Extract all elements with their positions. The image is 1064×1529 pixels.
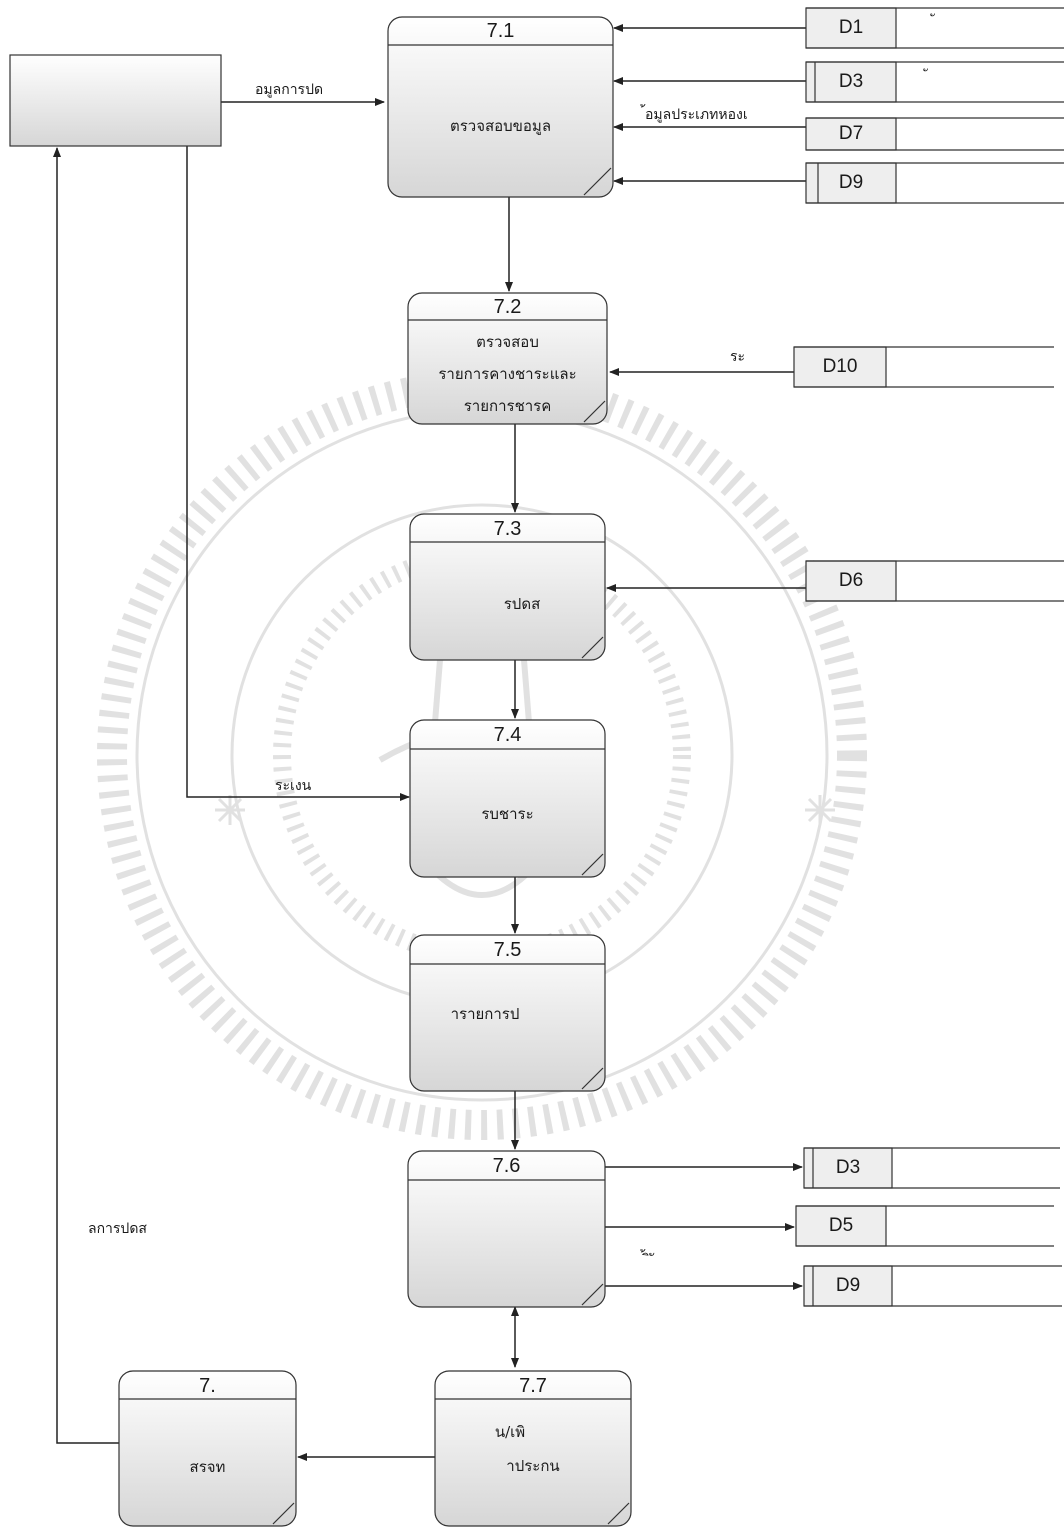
process-7-7-label-line-2: าประกน xyxy=(506,1457,560,1475)
process-7-3-id: 7.3 xyxy=(493,518,522,540)
process-7-2-label-line-1: ตรวจสอบ xyxy=(476,333,539,351)
process-7-1-label: ตรวจสอบขอมูล xyxy=(449,117,552,135)
process-7-3-label: รปดส xyxy=(503,595,541,613)
process-box-7-1 xyxy=(387,16,614,198)
data-store-d3-top-id: D3 xyxy=(838,71,864,92)
process-box-7 xyxy=(118,1370,297,1527)
flow-lines xyxy=(53,24,806,1461)
flow-label-to-entity: ลการปดส xyxy=(88,1221,147,1237)
process-7-5-label: ารายการป xyxy=(450,1005,520,1023)
process-7-4-id: 7.4 xyxy=(493,724,522,746)
external-entity-box xyxy=(9,54,222,147)
data-store-d7-id: D7 xyxy=(838,123,864,144)
process-boxes xyxy=(118,16,632,1527)
process-box-7-6 xyxy=(407,1150,606,1308)
data-store-d6 xyxy=(805,560,1064,602)
process-7-1-id: 7.1 xyxy=(486,20,515,42)
process-7-label: สรจท xyxy=(189,1458,226,1476)
process-7-4-label: รบชาระ xyxy=(481,805,534,823)
data-stores xyxy=(793,7,1064,1307)
process-7-7-label-line-1: น/เพิ xyxy=(494,1423,526,1441)
data-store-d3-top xyxy=(805,61,1064,103)
data-store-d3-bottom xyxy=(803,1147,1060,1189)
process-7-id: 7. xyxy=(199,1375,216,1397)
data-store-d1-id: D1 xyxy=(838,17,864,38)
data-store-d10-id: D10 xyxy=(822,356,858,377)
flow-label-entity-to-7-4: ระเงน xyxy=(275,778,312,794)
data-store-d1 xyxy=(805,7,1064,49)
data-store-d3-bottom-id: D3 xyxy=(835,1157,861,1178)
process-7-2-label-line-2: รายการคางชาระและ xyxy=(438,365,577,383)
process-box-7-7 xyxy=(434,1370,632,1527)
data-store-d5 xyxy=(795,1205,1054,1247)
flow-label-d7-to-7-1: ้อมูลประเภทหองเ xyxy=(645,107,748,123)
data-store-d9-top-id: D9 xyxy=(838,172,864,193)
process-7-2-label-line-3: รายการชารค xyxy=(463,397,552,415)
flow-label-d10-to-7-2: ระ xyxy=(730,349,746,365)
data-store-d7 xyxy=(805,117,1064,151)
data-store-d10 xyxy=(793,346,1054,388)
process-7-2-id: 7.2 xyxy=(493,296,522,318)
process-7-6-id: 7.6 xyxy=(492,1155,521,1177)
flow-label-entity-to-7-1: อมูลการปด xyxy=(255,82,324,98)
data-store-d9-bottom xyxy=(803,1265,1062,1307)
data-store-d5-id: D5 xyxy=(828,1215,854,1236)
flow-label-7-6-to-d9: ้ ิ ั xyxy=(645,1252,655,1268)
data-store-d9-bottom-id: D9 xyxy=(835,1275,861,1296)
data-store-d9-top xyxy=(805,162,1064,204)
data-store-d6-id: D6 xyxy=(838,570,864,591)
process-7-5-id: 7.5 xyxy=(493,939,522,961)
process-box-7-2 xyxy=(407,292,608,425)
process-7-7-id: 7.7 xyxy=(519,1375,547,1397)
process-box-7-4 xyxy=(409,719,606,878)
process-box-7-5 xyxy=(409,934,606,1092)
process-box-7-3 xyxy=(409,513,606,661)
